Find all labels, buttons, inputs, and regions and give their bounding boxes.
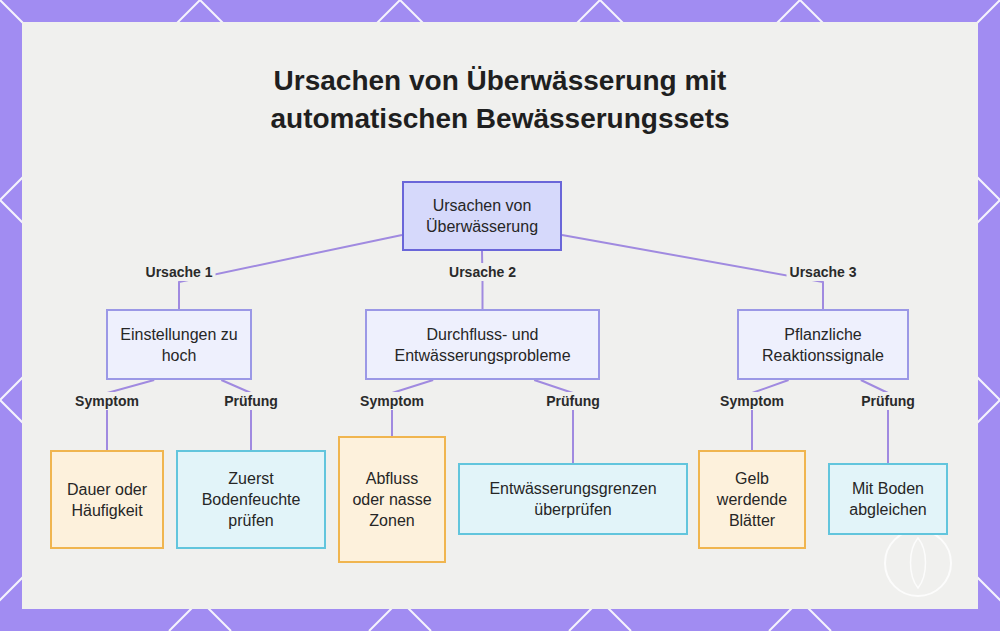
box-content: Gelb werdende Blätter — [708, 468, 796, 531]
edge-label: Symptom — [72, 392, 142, 410]
cause-box: Pflanzliche Reaktionssignale — [737, 309, 909, 380]
edge-label: Symptom — [357, 392, 427, 410]
edge-label: Ursache 2 — [446, 263, 519, 281]
box-content: Ursachen von Überwässerung — [412, 195, 552, 237]
box-content: Pflanzliche Reaktionssignale — [747, 324, 899, 366]
symptom-box: Gelb werdende Blätter — [698, 450, 806, 549]
box-content: Abfluss oder nasse Zonen — [348, 468, 436, 531]
box-text: Entwässerungsgrenzen überprüfen — [468, 478, 678, 520]
edge-label: Ursache 1 — [143, 263, 216, 281]
box-text: Mit Boden abgleichen — [838, 478, 938, 520]
connector-line — [221, 380, 251, 450]
diagram-title: Ursachen von Überwässerung mit automatis… — [230, 62, 770, 138]
edge-label: Prüfung — [858, 392, 918, 410]
symptom-box: Abfluss oder nasse Zonen — [338, 436, 446, 563]
box-text: Abfluss oder nasse Zonen — [348, 468, 436, 531]
check-box: Entwässerungsgrenzen überprüfen — [458, 463, 688, 535]
box-text: Durchfluss- und Entwässerungsprobleme — [375, 324, 590, 366]
root-box: Ursachen von Überwässerung — [402, 181, 562, 251]
box-text: Ursachen von Überwässerung — [412, 195, 552, 237]
check-box: Zuerst Bodenfeuchte prüfen — [176, 450, 326, 549]
connector-line — [752, 380, 789, 450]
box-text: Dauer oder Häufigkeit — [60, 479, 154, 521]
box-content: Einstellungen zu hoch — [116, 324, 242, 366]
edge-label: Ursache 3 — [787, 263, 860, 281]
edge-label: Prüfung — [221, 392, 281, 410]
check-box: Mit Boden abgleichen — [828, 463, 948, 535]
edge-label: Prüfung — [543, 392, 603, 410]
box-content: Zuerst Bodenfeuchte prüfen — [186, 468, 316, 531]
box-content: Durchfluss- und Entwässerungsprobleme — [375, 324, 590, 366]
cause-box: Einstellungen zu hoch — [106, 309, 252, 380]
box-content: Mit Boden abgleichen — [838, 478, 938, 520]
box-content: Entwässerungsgrenzen überprüfen — [468, 478, 678, 520]
edge-label: Symptom — [717, 392, 787, 410]
box-text: Einstellungen zu hoch — [116, 324, 242, 366]
connector-line — [562, 235, 823, 309]
connector-line — [107, 380, 154, 450]
symptom-box: Dauer oder Häufigkeit — [50, 450, 164, 549]
box-content: Dauer oder Häufigkeit — [60, 479, 154, 521]
box-text: Zuerst Bodenfeuchte prüfen — [186, 468, 316, 531]
cause-box: Durchfluss- und Entwässerungsprobleme — [365, 309, 600, 380]
box-text: Gelb werdende Blätter — [708, 468, 796, 531]
box-text: Pflanzliche Reaktionssignale — [747, 324, 899, 366]
